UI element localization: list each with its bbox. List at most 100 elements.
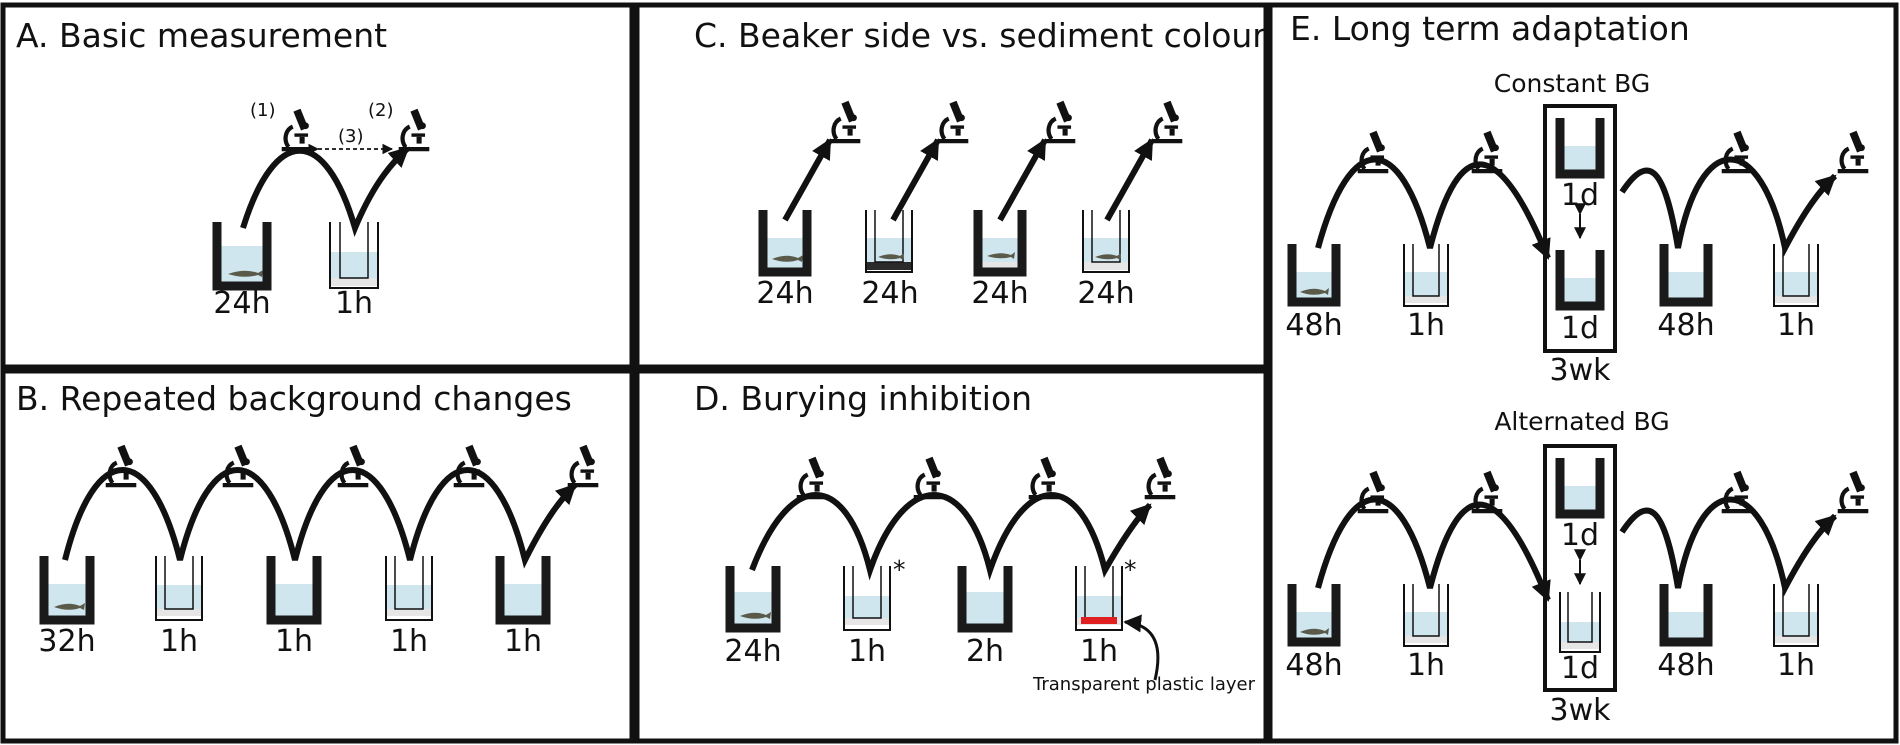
- dark-beaker: [1287, 584, 1341, 647]
- panel-e-title: E. Long term adaptation: [1290, 9, 1690, 48]
- transfer-path: [1619, 496, 1838, 597]
- transfer-path: [62, 467, 578, 569]
- transfer-path: [749, 492, 1153, 581]
- microscope-icon: [1045, 101, 1076, 143]
- microscope-icon: [338, 445, 369, 487]
- light-beaker: [865, 210, 913, 273]
- microscope-icon: [1145, 457, 1176, 499]
- panel-b-title: B. Repeated background changes: [16, 379, 572, 418]
- beaker-label: 1h: [275, 624, 313, 659]
- beaker-label: 1h: [1777, 648, 1815, 683]
- beaker-label: 1h: [1407, 648, 1445, 683]
- panel-c-title: C. Beaker side vs. sediment colour: [694, 16, 1266, 55]
- transfer-arrow: [782, 138, 833, 222]
- microscope-icon: [399, 109, 430, 151]
- beaker-label: 1h: [390, 624, 428, 659]
- fish-icon: [1300, 628, 1329, 635]
- dark-beaker: [973, 210, 1027, 277]
- dark-beaker: [1555, 250, 1605, 311]
- microscope-icon: [1838, 471, 1869, 513]
- duration-label: 3wk: [1550, 353, 1612, 388]
- beaker-label: 48h: [1285, 308, 1342, 343]
- asterisk-mark: *: [893, 555, 906, 584]
- dark-beaker: [266, 556, 322, 625]
- panel-e-constant: Constant BG: [1285, 69, 1868, 388]
- condition-label: Alternated BG: [1494, 407, 1669, 436]
- light-beaker: [1403, 584, 1449, 647]
- microscope-icon: [568, 445, 599, 487]
- beaker-label: 24h: [756, 276, 813, 311]
- dark-beaker: [1659, 584, 1713, 647]
- light-beaker: [1075, 566, 1123, 631]
- beaker-label: 1d: [1561, 311, 1599, 346]
- panel-a-title: A. Basic measurement: [16, 16, 387, 55]
- beaker-label: 1d: [1561, 178, 1599, 213]
- panel-d-title: D. Burying inhibition: [694, 379, 1032, 418]
- light-beaker: [843, 566, 891, 631]
- beaker-label: 24h: [724, 634, 781, 669]
- asterisk-mark: *: [1124, 555, 1137, 584]
- marker-label: (1): [250, 100, 276, 121]
- panel-a-frame: [0, 2, 635, 370]
- transfer-arrow: [997, 138, 1048, 222]
- transfer-path: [1315, 496, 1551, 602]
- light-beaker: [329, 222, 379, 289]
- transfer-arrow: [890, 138, 941, 222]
- dark-beaker: [39, 556, 95, 625]
- panel-e-alternated: Alternated BG: [1285, 407, 1868, 728]
- adaptation-box: [1543, 104, 1617, 353]
- transfer-path: [1315, 156, 1551, 260]
- light-beaker: [155, 556, 203, 621]
- dark-beaker: [957, 566, 1013, 633]
- transfer-path: [240, 145, 411, 237]
- microscope-icon: [282, 109, 313, 151]
- fish-icon: [228, 270, 263, 277]
- adaptation-box: [1543, 444, 1617, 692]
- microscope-icon: [454, 445, 485, 487]
- dark-beaker: [725, 566, 781, 633]
- beaker-label: 24h: [971, 276, 1028, 311]
- light-beaker: [1773, 584, 1819, 647]
- panel-c-frame: [634, 2, 1269, 370]
- beaker-label: 48h: [1657, 308, 1714, 343]
- fish-icon: [1095, 253, 1121, 260]
- dark-beaker: [495, 556, 551, 625]
- microscope-icon: [938, 101, 969, 143]
- marker-label: (2): [368, 100, 394, 121]
- fish-icon: [987, 252, 1015, 259]
- panel-d: * * 24h 1h 2h 1h Transparent plastic lay…: [724, 457, 1256, 695]
- plastic-layer: [1081, 617, 1117, 624]
- light-beaker: [1773, 244, 1819, 307]
- dark-beaker: [1555, 118, 1605, 179]
- microscope-icon: [223, 445, 254, 487]
- panel-c: 24h 24h 24h 24h: [756, 101, 1182, 311]
- panel-e-frame: [1267, 2, 1899, 744]
- beaker-label: 1h: [504, 624, 542, 659]
- beaker-label: 1h: [1777, 308, 1815, 343]
- dark-beaker: [1555, 458, 1605, 519]
- beaker-label: 1h: [335, 286, 373, 321]
- condition-label: Constant BG: [1494, 69, 1650, 98]
- transfer-arrow: [1104, 138, 1155, 222]
- fish-icon: [772, 255, 803, 262]
- dark-beaker: [758, 210, 812, 277]
- beaker-label: 48h: [1657, 648, 1714, 683]
- dark-beaker: [1287, 244, 1341, 307]
- panel-b-frame: [0, 368, 635, 744]
- duration-label: 3wk: [1550, 693, 1612, 728]
- microscope-icon: [1358, 131, 1389, 173]
- panel-d-frame: [634, 368, 1269, 744]
- beaker-label: 1h: [160, 624, 198, 659]
- marker-label: (3): [338, 126, 364, 147]
- beaker-label: 2h: [966, 634, 1004, 669]
- fish-icon: [878, 253, 904, 260]
- fish-icon: [54, 603, 85, 610]
- beaker-label: 1h: [848, 634, 886, 669]
- panel-b: 32h 1h 1h 1h 1h: [38, 445, 598, 659]
- beaker-label: 24h: [1077, 276, 1134, 311]
- plastic-layer-pointer: [1123, 614, 1160, 681]
- light-beaker: [1559, 592, 1601, 653]
- microscope-icon: [830, 101, 861, 143]
- fish-icon: [1300, 288, 1329, 295]
